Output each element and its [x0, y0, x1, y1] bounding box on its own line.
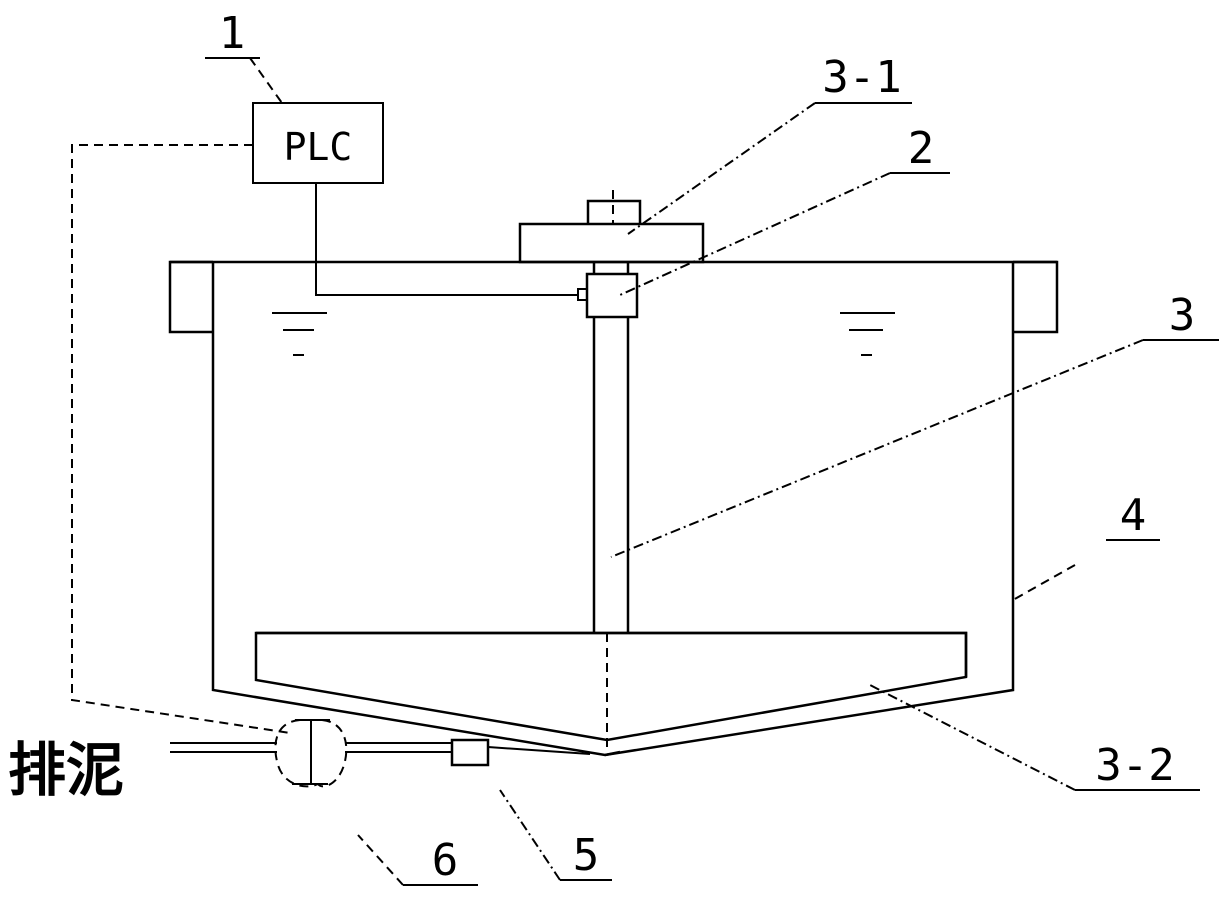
rotating-shaft	[592, 262, 630, 633]
callout-1-label: 1	[219, 8, 246, 59]
outlet-label: 排泥	[8, 736, 124, 804]
tank	[168, 260, 1059, 757]
callout-3-1: 3-1	[627, 52, 912, 235]
scraper-top	[256, 631, 968, 677]
callout-6: 6	[357, 834, 478, 886]
tank-bottom-point	[604, 750, 621, 757]
callout-3-2-label: 3-2	[1095, 740, 1174, 791]
scraper-blade	[254, 631, 968, 742]
callout-5: 5	[499, 789, 612, 881]
sensor-connector	[577, 288, 588, 301]
callout-5-label: 5	[573, 830, 600, 881]
callout-3-2: 3-2	[869, 684, 1200, 791]
tank-right-rim	[1013, 260, 1059, 334]
callout-3-label: 3	[1169, 290, 1196, 341]
water-level-left	[272, 312, 327, 356]
callout-3: 3	[610, 290, 1219, 558]
callout-6-label: 6	[432, 835, 459, 886]
discharge-pipe	[170, 742, 591, 755]
flow-sensor	[450, 738, 490, 767]
drive-unit	[518, 190, 705, 264]
callout-1: 1	[205, 8, 283, 104]
callout-4-label: 4	[1120, 490, 1147, 541]
tank-left-rim	[168, 260, 213, 334]
callout-4: 4	[1012, 490, 1160, 601]
callout-2-label: 2	[908, 123, 935, 174]
plc-label: PLC	[284, 125, 353, 169]
water-level-right	[840, 312, 895, 356]
tank-body	[211, 262, 1015, 757]
plc-sensor-wire	[315, 183, 578, 296]
plc-box	[252, 102, 384, 184]
level-sensor	[585, 272, 639, 319]
plc-valve-control-line	[71, 144, 291, 734]
callout-2: 2	[619, 123, 950, 296]
drive-cap	[586, 199, 642, 224]
drive-motor	[518, 222, 705, 264]
plc-controller: PLC	[252, 102, 384, 184]
discharge-valve	[274, 719, 348, 788]
callout-3-1-label: 3-1	[822, 52, 901, 103]
